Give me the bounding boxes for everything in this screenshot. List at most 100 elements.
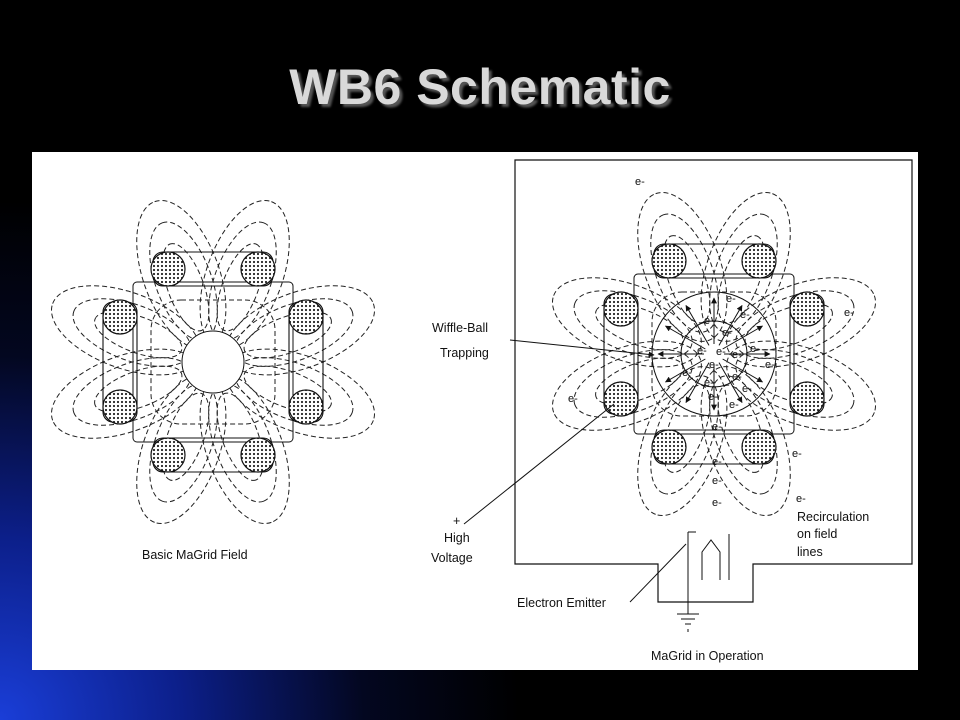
coil-cross-section (288, 389, 324, 425)
radial-arrow (685, 362, 710, 404)
field-line (735, 349, 855, 418)
electron-symbol: e- (844, 307, 854, 319)
coil-cross-section (150, 251, 186, 287)
electron-arrows (657, 297, 771, 411)
electron-symbol: e- (635, 176, 645, 188)
field-line (162, 392, 210, 481)
radial-arrow (685, 304, 710, 346)
coil-cross-section (741, 243, 777, 279)
plus-sign: + (453, 514, 460, 528)
electron-emitter-icon (629, 531, 730, 632)
field-line (650, 375, 719, 495)
electron-symbol: e- (712, 421, 722, 433)
field-line (744, 357, 833, 405)
electron-symbol: e- (750, 343, 760, 355)
field-line (650, 213, 719, 333)
field-line (717, 235, 765, 324)
electron-symbol: e- (712, 456, 722, 468)
coil-cross-section (240, 437, 276, 473)
field-line (573, 349, 693, 418)
coil-cross-section (102, 389, 138, 425)
coil-cross-section (741, 429, 777, 465)
electron-symbol: e- (792, 448, 802, 460)
field-line (663, 384, 711, 473)
electron-symbol: e- (716, 346, 726, 358)
field-line (595, 303, 684, 351)
electron-symbol: e- (765, 359, 775, 371)
field-line (573, 290, 693, 359)
right-caption: MaGrid in Operation (651, 649, 764, 663)
field-line (717, 384, 765, 473)
radial-arrow (664, 358, 706, 383)
recirculation-label-1: Recirculation (797, 510, 869, 524)
field-line (234, 298, 354, 367)
coil-cross-section (789, 381, 825, 417)
electron-symbol: e- (796, 493, 806, 505)
electron-symbol: e- (708, 391, 718, 403)
schematic-figure: e-e-e-e-e-e-e-e-e-e-e-e-e-e-e-e-e-e-e-e-… (32, 152, 918, 670)
field-line (744, 303, 833, 351)
coil-cross-section (603, 291, 639, 327)
wiffle-ball-label-1: Wiffle-Ball (432, 321, 488, 335)
coil-cross-section (651, 429, 687, 465)
wiffle-ball-label-2: Trapping (440, 346, 489, 360)
high-voltage-label-2: Voltage (431, 551, 473, 565)
electron-symbol: e- (704, 377, 714, 389)
field-line (709, 213, 778, 333)
radial-arrow (718, 304, 743, 346)
field-line (700, 366, 791, 517)
coil-cross-section (651, 243, 687, 279)
field-line (208, 221, 277, 341)
field-line (726, 340, 877, 431)
coil-cross-section (150, 437, 186, 473)
electron-symbol: e- (712, 497, 722, 509)
magrid-frame (132, 281, 294, 443)
electron-symbol: e- (704, 315, 714, 327)
radial-arrow (664, 325, 706, 350)
center-circle (181, 330, 245, 394)
recirculation-label-3: lines (797, 545, 823, 559)
field-line (216, 392, 264, 481)
field-line (94, 311, 183, 359)
coil-cross-section (288, 299, 324, 335)
radial-arrow (722, 358, 764, 383)
field-line (637, 191, 728, 342)
left-caption: Basic MaGrid Field (142, 548, 248, 562)
electron-symbol: e- (742, 383, 752, 395)
vacuum-chamber-outline (514, 159, 913, 603)
wiffle-ball-leader (509, 339, 655, 358)
electron-symbol: e- (709, 359, 719, 371)
field-line (243, 311, 332, 359)
electron-symbols: e-e-e-e-e-e-e-e-e-e-e-e-e-e-e-e-e-e-e-e-… (568, 176, 854, 509)
field-line (149, 383, 218, 503)
field-line (94, 365, 183, 413)
field-line (72, 298, 192, 367)
coil-cross-section (603, 381, 639, 417)
field-line (234, 357, 354, 426)
field-line (735, 290, 855, 359)
high-voltage-leader (463, 403, 615, 525)
electron-symbol: e- (732, 371, 742, 383)
electron-symbol: e- (712, 475, 722, 487)
schematic-svg: e-e-e-e-e-e-e-e-e-e-e-e-e-e-e-e-e-e-e-e-… (50, 159, 913, 663)
electron-symbol: e- (729, 399, 739, 411)
left-magrid-diagram (50, 199, 376, 525)
slide-title: WB6 Schematic (289, 59, 671, 115)
magrid-frame (633, 273, 795, 435)
electron-symbol: e- (732, 349, 742, 361)
electron-emitter-label: Electron Emitter (517, 596, 606, 610)
coil-cross-section (789, 291, 825, 327)
field-line (216, 243, 264, 332)
electron-symbol: e- (682, 367, 692, 379)
field-line (72, 357, 192, 426)
field-line (709, 375, 778, 495)
electron-symbol: e- (726, 293, 736, 305)
electron-symbol: e- (697, 345, 707, 357)
high-voltage-label-1: High (444, 531, 470, 545)
electron-symbol: e- (568, 393, 578, 405)
coil-cross-section (240, 251, 276, 287)
coil-cross-section (102, 299, 138, 335)
field-line (243, 365, 332, 413)
field-line (208, 383, 277, 503)
field-line (551, 277, 702, 368)
